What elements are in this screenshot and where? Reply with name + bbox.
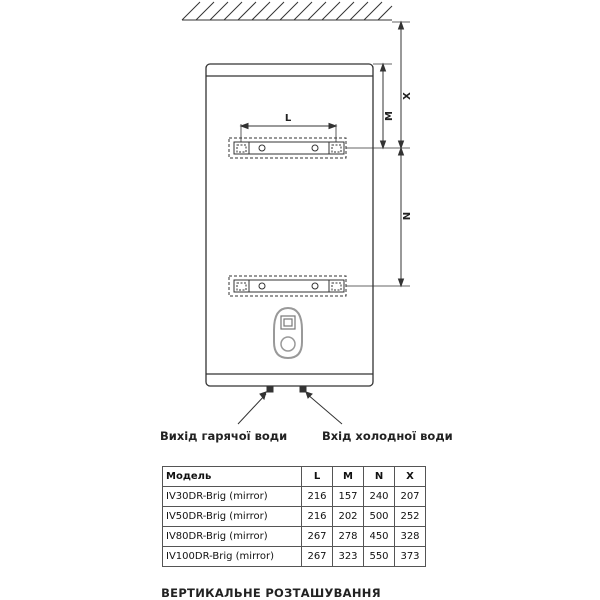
table-row: IV50DR-Brig (mirror) 216 202 500 252 <box>162 506 426 527</box>
cell-model: IV80DR-Brig (mirror) <box>162 526 302 547</box>
hot-outlet-label: Вихід гарячої води <box>160 429 288 443</box>
pointer-lines <box>237 391 343 425</box>
cell-n: 240 <box>363 486 395 507</box>
header-n: N <box>363 466 395 487</box>
cell-l: 216 <box>301 506 333 527</box>
cell-m: 278 <box>332 526 364 547</box>
cell-l: 267 <box>301 526 333 547</box>
dim-x-label: X <box>402 92 413 100</box>
heater-body <box>205 63 374 387</box>
cell-model: IV100DR-Brig (mirror) <box>162 546 302 567</box>
header-m: M <box>332 466 364 487</box>
wall-hatching <box>181 1 393 21</box>
cold-inlet-label: Вхід холодної води <box>322 429 453 443</box>
cell-x: 328 <box>394 526 426 547</box>
table-row: IV100DR-Brig (mirror) 267 323 550 373 <box>162 546 426 567</box>
header-model: Модель <box>162 466 302 487</box>
cell-x: 252 <box>394 506 426 527</box>
dimension-lines <box>239 20 410 288</box>
dim-n-label: N <box>402 212 413 220</box>
cell-n: 500 <box>363 506 395 527</box>
cell-x: 207 <box>394 486 426 507</box>
dim-m-label: M <box>384 111 395 121</box>
cell-m: 323 <box>332 546 364 567</box>
table-header-row: Модель L M N X <box>162 466 426 487</box>
water-pipes <box>266 385 307 393</box>
control-panel <box>273 306 303 360</box>
cell-model: IV50DR-Brig (mirror) <box>162 506 302 527</box>
dim-l-label: L <box>285 113 292 124</box>
dimensions-table: Модель L M N X IV30DR-Brig (mirror) 216 … <box>162 466 426 567</box>
cell-l: 216 <box>301 486 333 507</box>
header-x: X <box>394 466 426 487</box>
cell-n: 550 <box>363 546 395 567</box>
table-row: IV80DR-Brig (mirror) 267 278 450 328 <box>162 526 426 547</box>
cell-x: 373 <box>394 546 426 567</box>
cell-m: 157 <box>332 486 364 507</box>
layout-caption: ВЕРТИКАЛЬНЕ РОЗТАШУВАННЯ <box>161 586 381 600</box>
cell-n: 450 <box>363 526 395 547</box>
cell-model: IV30DR-Brig (mirror) <box>162 486 302 507</box>
cell-l: 267 <box>301 546 333 567</box>
table-row: IV30DR-Brig (mirror) 216 157 240 207 <box>162 486 426 507</box>
cell-m: 202 <box>332 506 364 527</box>
header-l: L <box>301 466 333 487</box>
